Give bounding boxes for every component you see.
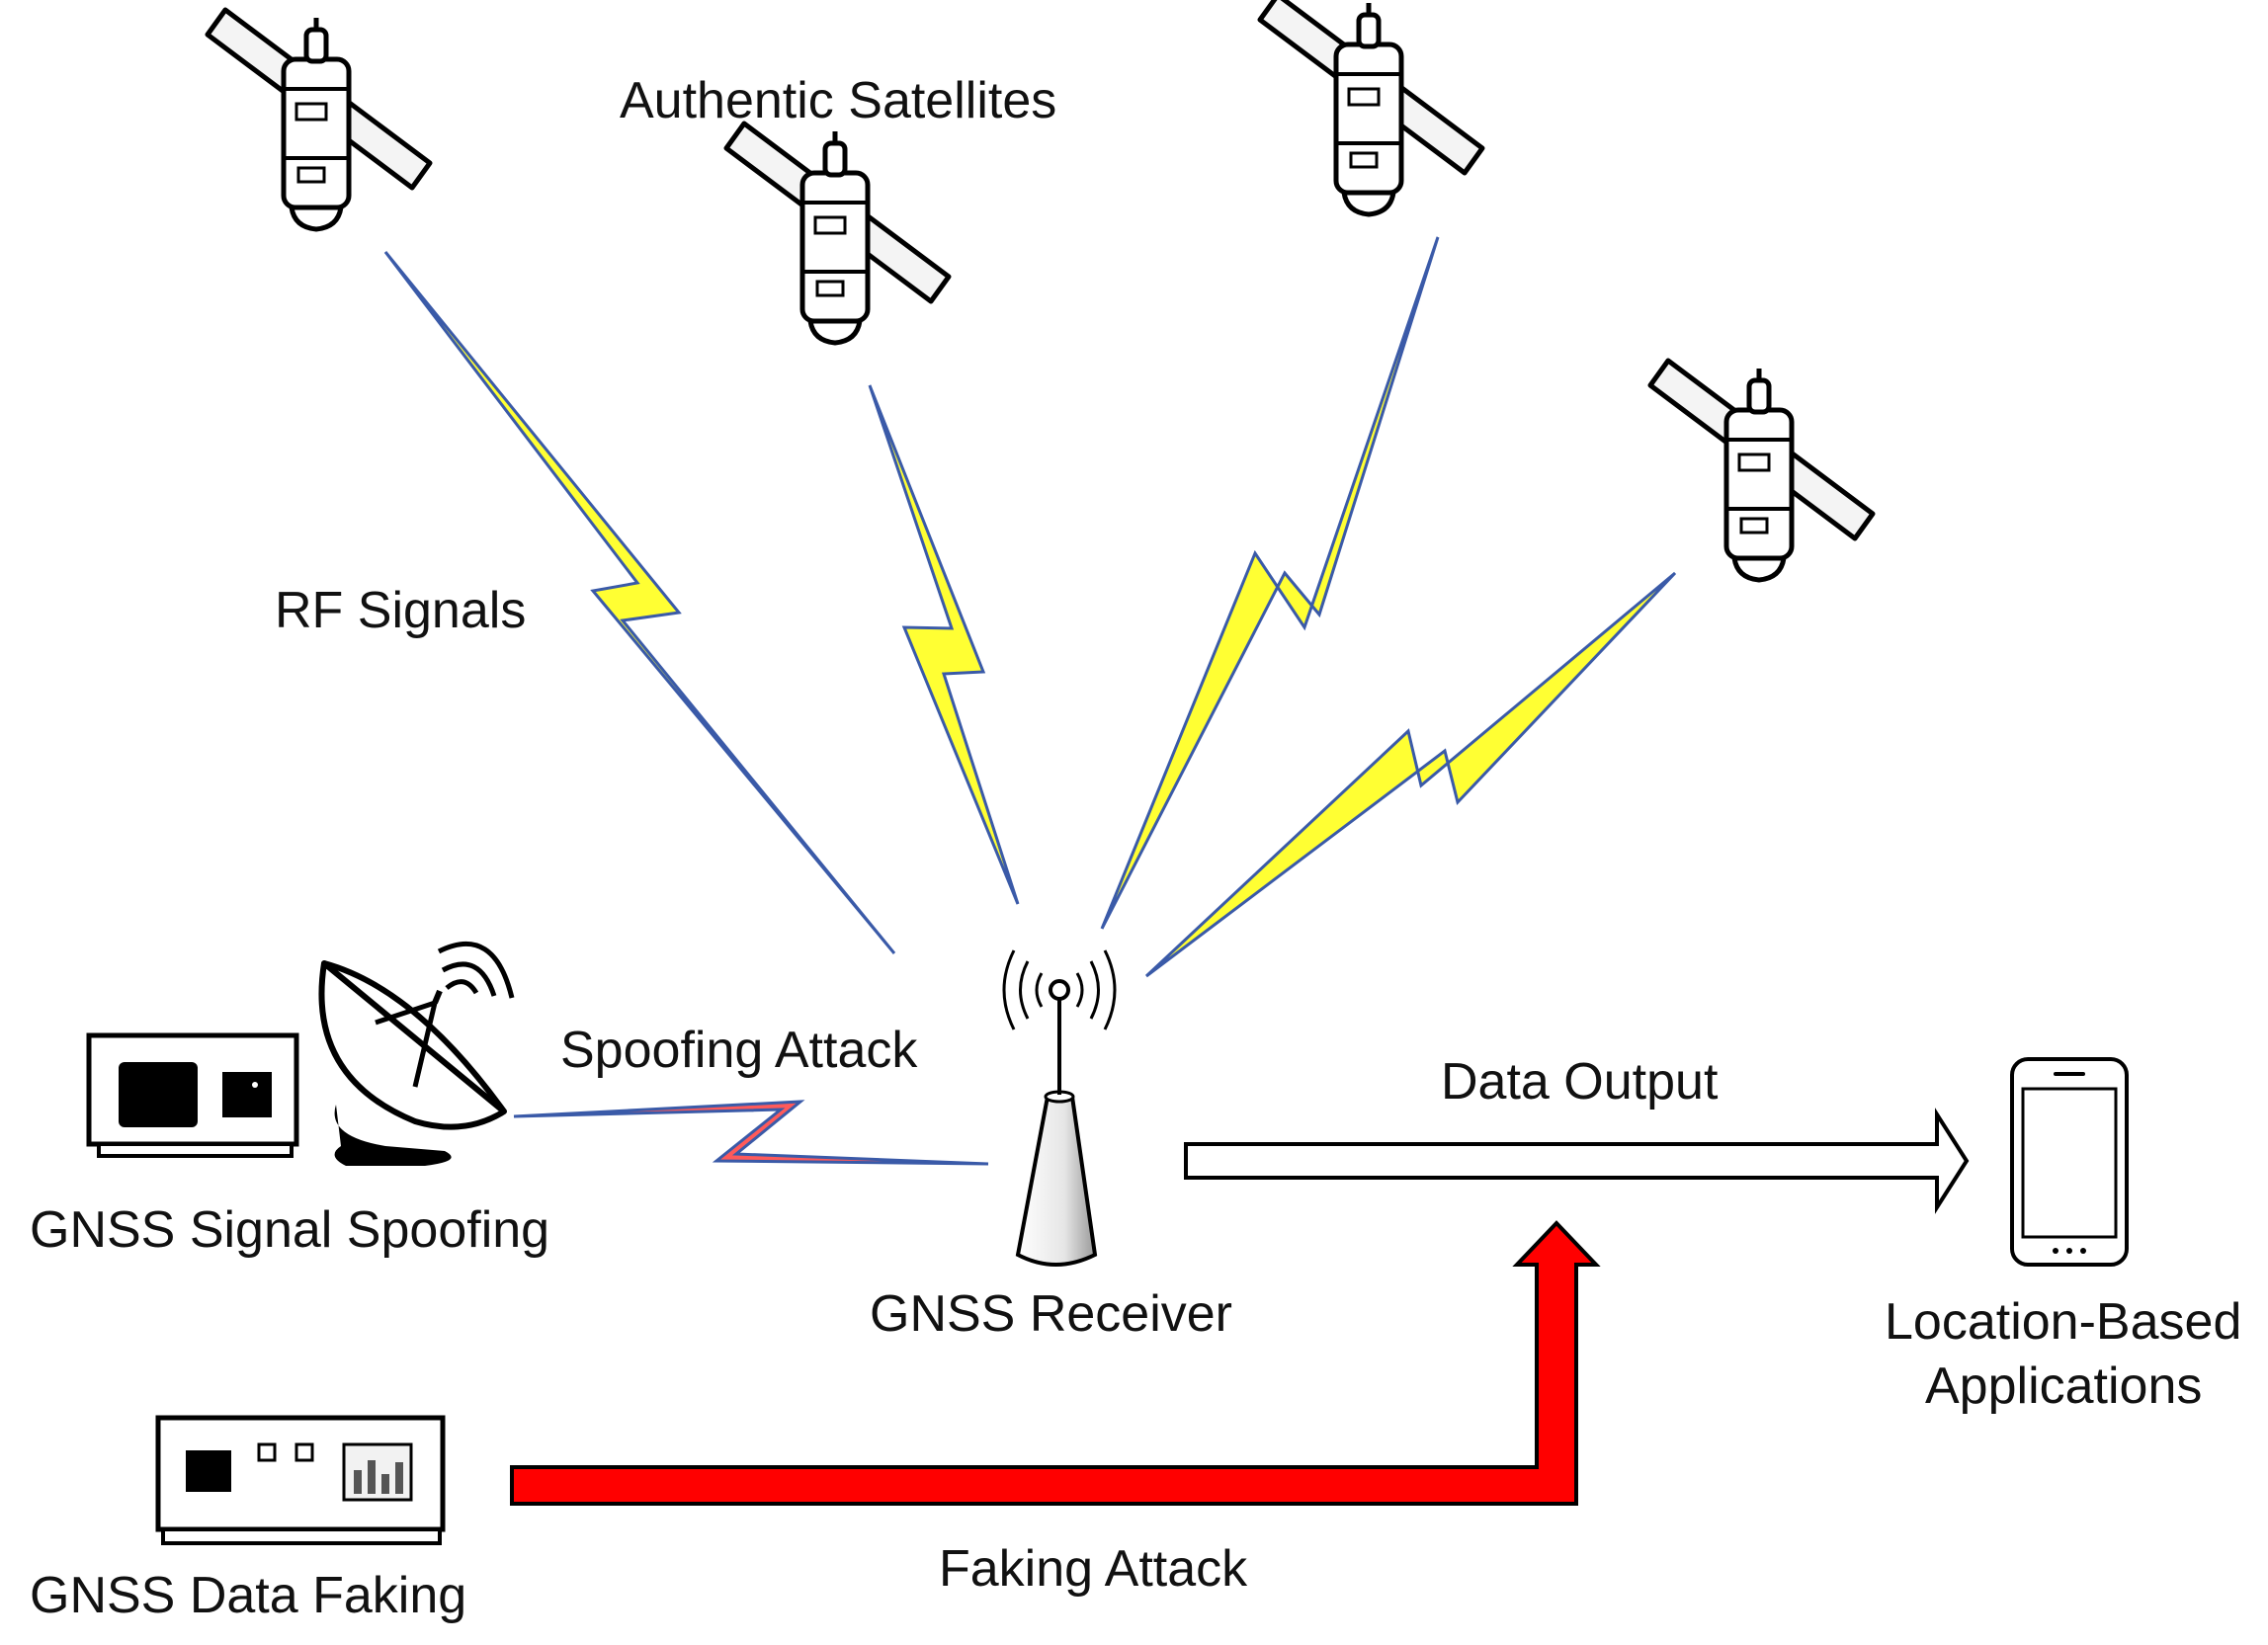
rf-signals-label: RF Signals — [275, 582, 526, 639]
rf-signal-bolt — [1100, 236, 1440, 930]
rf-signal-bolts — [383, 236, 1677, 978]
spoofing-signal-bolt — [513, 1100, 989, 1166]
authentic-satellites-label: Authentic Satellites — [620, 72, 1056, 129]
satellite-icon — [208, 10, 430, 229]
satellite-dish-icon — [318, 941, 515, 1166]
data-faking-device-icon — [155, 1415, 446, 1545]
rf-signal-bolt — [868, 384, 1020, 905]
smartphone-icon — [2010, 1057, 2129, 1267]
gnss-data-faking-label: GNSS Data Faking — [30, 1567, 466, 1624]
spoofing-transmitter-icon — [86, 1032, 299, 1158]
faking-attack-label: Faking Attack — [939, 1540, 1248, 1598]
data-output-arrow — [1184, 1108, 1970, 1214]
satellite-icon — [726, 123, 949, 343]
spoofing-attack-label: Spoofing Attack — [560, 1022, 918, 1079]
location-based-label: Location-Based — [1885, 1293, 2241, 1351]
rf-signal-bolt — [1144, 571, 1677, 978]
rf-signal-bolt — [383, 251, 896, 954]
gnss-receiver-label: GNSS Receiver — [870, 1285, 1232, 1343]
applications-label: Applications — [1925, 1357, 2202, 1415]
faking-attack-arrow — [510, 1220, 1601, 1506]
data-output-label: Data Output — [1441, 1053, 1719, 1110]
gnss-signal-spoofing-label: GNSS Signal Spoofing — [30, 1201, 549, 1259]
satellite-icon — [1260, 0, 1482, 214]
gnss-receiver-icon — [1002, 949, 1117, 1267]
satellite-icon — [1650, 361, 1873, 580]
